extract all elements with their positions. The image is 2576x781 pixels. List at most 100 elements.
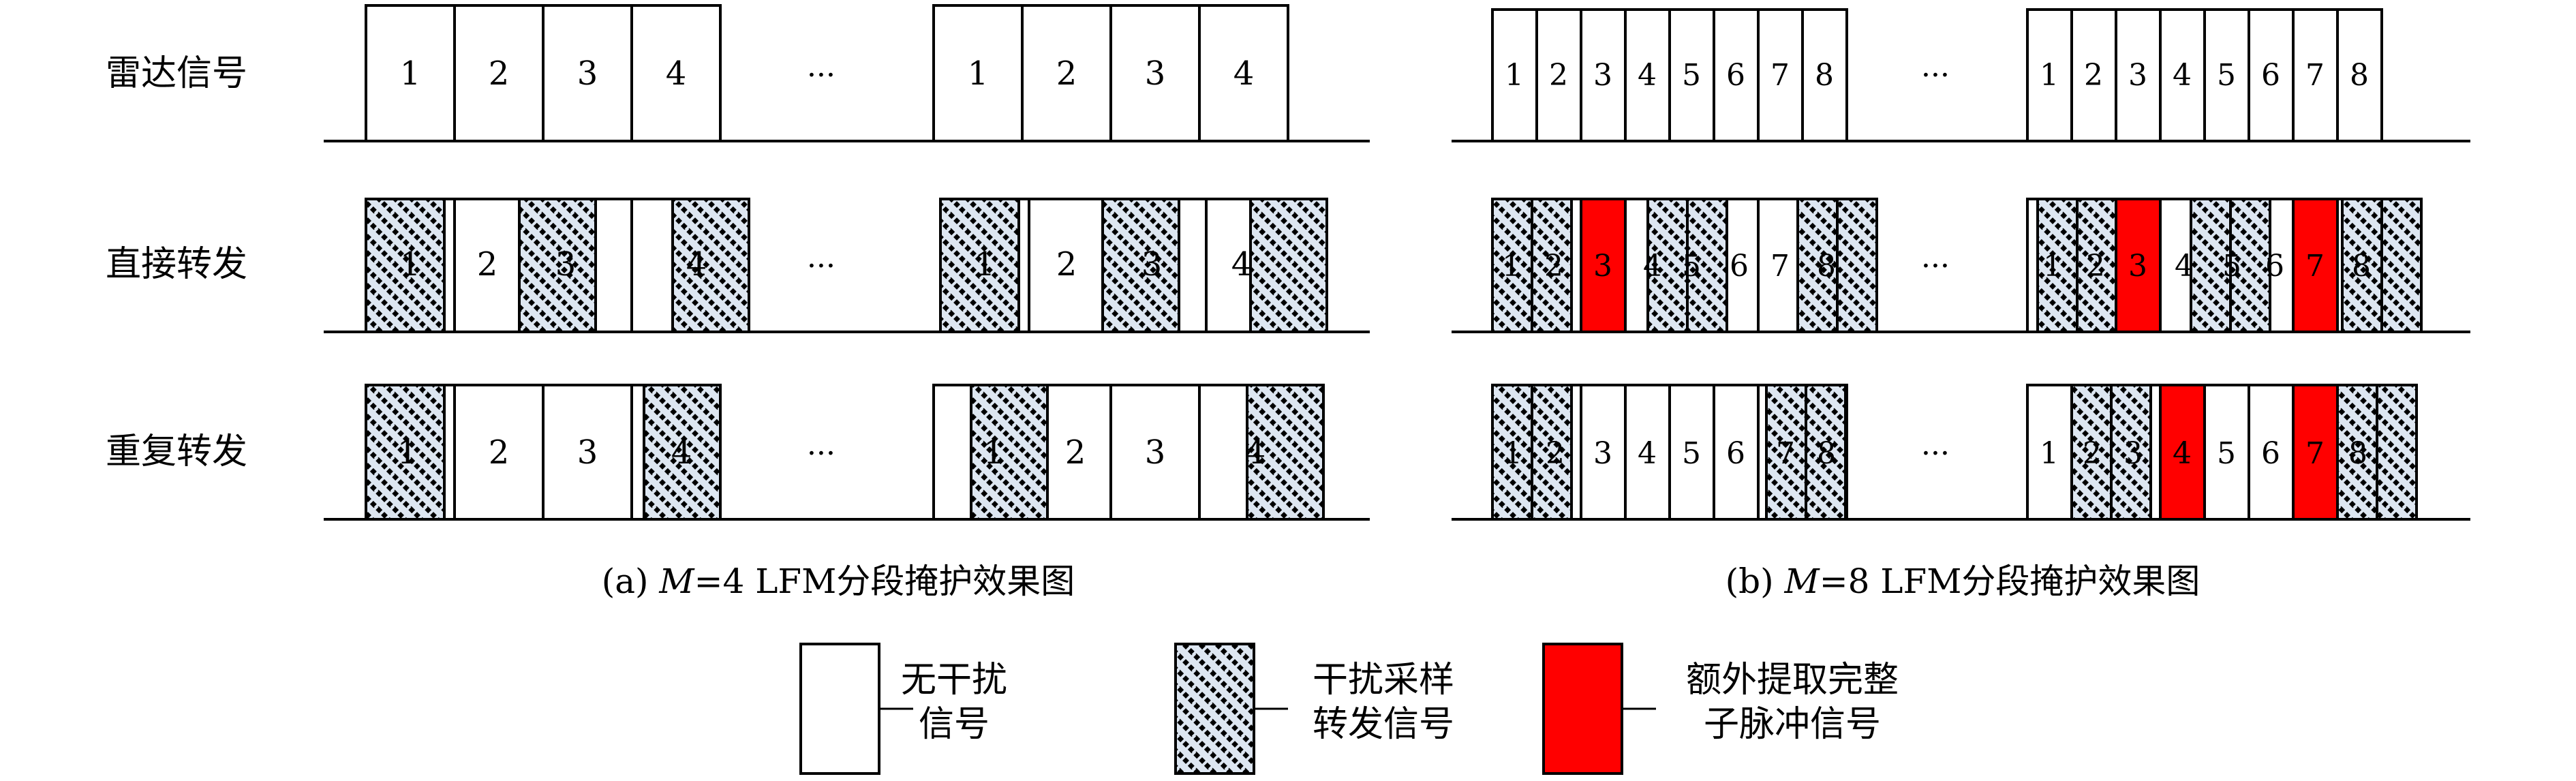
segment-box — [1624, 8, 1671, 142]
segment-number: 2 — [489, 433, 510, 472]
segment-number: 6 — [2261, 436, 2280, 471]
segment-box — [542, 384, 633, 521]
jam-hatch-block — [1796, 198, 1839, 333]
segment-box — [630, 4, 722, 142]
segment-number: 2 — [1056, 245, 1077, 284]
panel-a-direct-row — [365, 198, 1328, 333]
segment-box — [2070, 8, 2117, 142]
caption-b-prefix: (b) — [1726, 562, 1785, 601]
panel-b-direct-row — [1491, 198, 2423, 333]
segment-number: 5 — [2222, 249, 2241, 284]
segment-box — [1580, 384, 1627, 521]
jam-hatch-block — [518, 198, 597, 333]
caption-a-prefix: (a) — [602, 562, 660, 601]
segment-number: 2 — [489, 55, 510, 93]
segment-number: 3 — [1145, 55, 1166, 93]
segment-number: 4 — [1638, 58, 1657, 93]
segment-box — [2026, 8, 2073, 142]
segment-number: 2 — [2084, 58, 2103, 93]
panel-a-repeat-row — [365, 384, 1325, 521]
jam-hatch-block — [365, 198, 446, 333]
panel-a: 1 2 3 4 1 2 3 4 ··· 1 — [365, 4, 1328, 601]
row-label-repeat: 重复转发 — [106, 431, 247, 472]
legend-jam-label-line2: 转发信号 — [1313, 704, 1454, 745]
legend-clean-label-line1: 无干扰 — [901, 660, 1007, 701]
segment-number: 2 — [1546, 436, 1565, 471]
segment-number: 1 — [1503, 436, 1522, 471]
segment-number: 1 — [2040, 436, 2059, 471]
segment-number: 3 — [1593, 249, 1612, 284]
segment-box — [932, 4, 1024, 142]
ellipsis: ··· — [807, 58, 835, 93]
jam-hatch-block — [2076, 198, 2118, 333]
segment-box — [1109, 384, 1201, 521]
legend-clean-label-line2: 信号 — [919, 704, 990, 745]
extra-pulse-block — [2292, 198, 2339, 333]
ellipsis: ··· — [1921, 58, 1950, 93]
segment-number: 8 — [1817, 436, 1836, 471]
segment-number: 3 — [2128, 58, 2147, 93]
segment-number: 2 — [1056, 55, 1077, 93]
extra-pulse-block — [2292, 384, 2339, 521]
segment-number: 7 — [2305, 249, 2325, 284]
segment-number: 5 — [1682, 436, 1701, 471]
row-label-direct: 直接转发 — [106, 244, 247, 285]
segment-box — [1109, 4, 1201, 142]
legend-extra-swatch — [1542, 643, 1623, 775]
segment-box — [1624, 384, 1671, 521]
jam-hatch-block — [1101, 198, 1180, 333]
jam-hatch-block — [1249, 198, 1328, 333]
segment-number: 4 — [2173, 436, 2192, 471]
segment-number: 4 — [671, 433, 692, 472]
segment-box — [1198, 4, 1289, 142]
segment-number: 8 — [1817, 249, 1836, 284]
ellipsis: ··· — [1921, 249, 1950, 284]
jam-hatch-block — [1686, 198, 1728, 333]
segment-number: 1 — [975, 245, 996, 284]
segment-number: 4 — [1245, 433, 1266, 472]
panel-b-radar-labels: 1 2 3 4 5 6 7 8 1 2 3 4 5 6 7 8 — [1505, 58, 2369, 93]
segment-number: 3 — [1145, 433, 1166, 472]
caption-a: (a) M=4 LFM分段掩护效果图 — [602, 562, 1075, 601]
segment-number: 1 — [2043, 249, 2062, 284]
jam-hatch-block — [2380, 198, 2423, 333]
segment-number: 3 — [1593, 58, 1612, 93]
jam-hatch-block — [939, 198, 1020, 333]
segment-number: 7 — [1776, 436, 1795, 471]
segment-box — [365, 4, 456, 142]
panel-b-repeat-labels: 1 2 3 4 5 6 7 8 1 2 3 4 5 6 7 8 — [1503, 436, 2367, 471]
segment-number: 1 — [400, 55, 421, 93]
segment-number: 5 — [2217, 58, 2236, 93]
segment-number: 4 — [1638, 436, 1657, 471]
legend: 无干扰 信号 干扰采样 转发信号 额外提取完整 子脉冲信号 — [799, 643, 1899, 775]
segment-box — [2026, 384, 2073, 521]
segment-number: 1 — [968, 55, 989, 93]
segment-number: 4 — [2175, 249, 2194, 284]
segment-box — [1713, 8, 1760, 142]
segment-number: 3 — [555, 245, 577, 284]
jam-hatch-block — [643, 384, 722, 521]
segment-number: 4 — [1233, 55, 1255, 93]
segment-number: 3 — [577, 55, 598, 93]
ellipsis: ··· — [807, 249, 835, 284]
extra-pulse-block — [2159, 384, 2206, 521]
panel-a-radar-row — [365, 4, 1289, 142]
panel-b-direct-labels: 1 2 3 4 5 6 7 8 1 2 3 4 5 6 7 8 — [1502, 249, 2371, 284]
jam-hatch-block — [1491, 384, 1533, 521]
caption-b-rest: =8 LFM分段掩护效果图 — [1820, 562, 2201, 601]
segment-number: 8 — [2352, 249, 2371, 284]
segment-number: 6 — [1726, 58, 1745, 93]
segment-number: 7 — [1770, 249, 1790, 284]
jam-hatch-block — [1805, 384, 1847, 521]
segment-number: 5 — [1682, 58, 1701, 93]
segment-number: 7 — [2305, 436, 2325, 471]
segment-number: 8 — [2350, 58, 2369, 93]
segment-box — [2248, 8, 2295, 142]
segment-number: 4 — [1231, 245, 1253, 284]
jam-hatch-block — [1246, 384, 1325, 521]
segment-number: 6 — [1726, 436, 1745, 471]
caption-a-m: M — [658, 562, 695, 601]
jam-hatch-block — [1836, 198, 1878, 333]
segment-number: 4 — [2173, 58, 2192, 93]
